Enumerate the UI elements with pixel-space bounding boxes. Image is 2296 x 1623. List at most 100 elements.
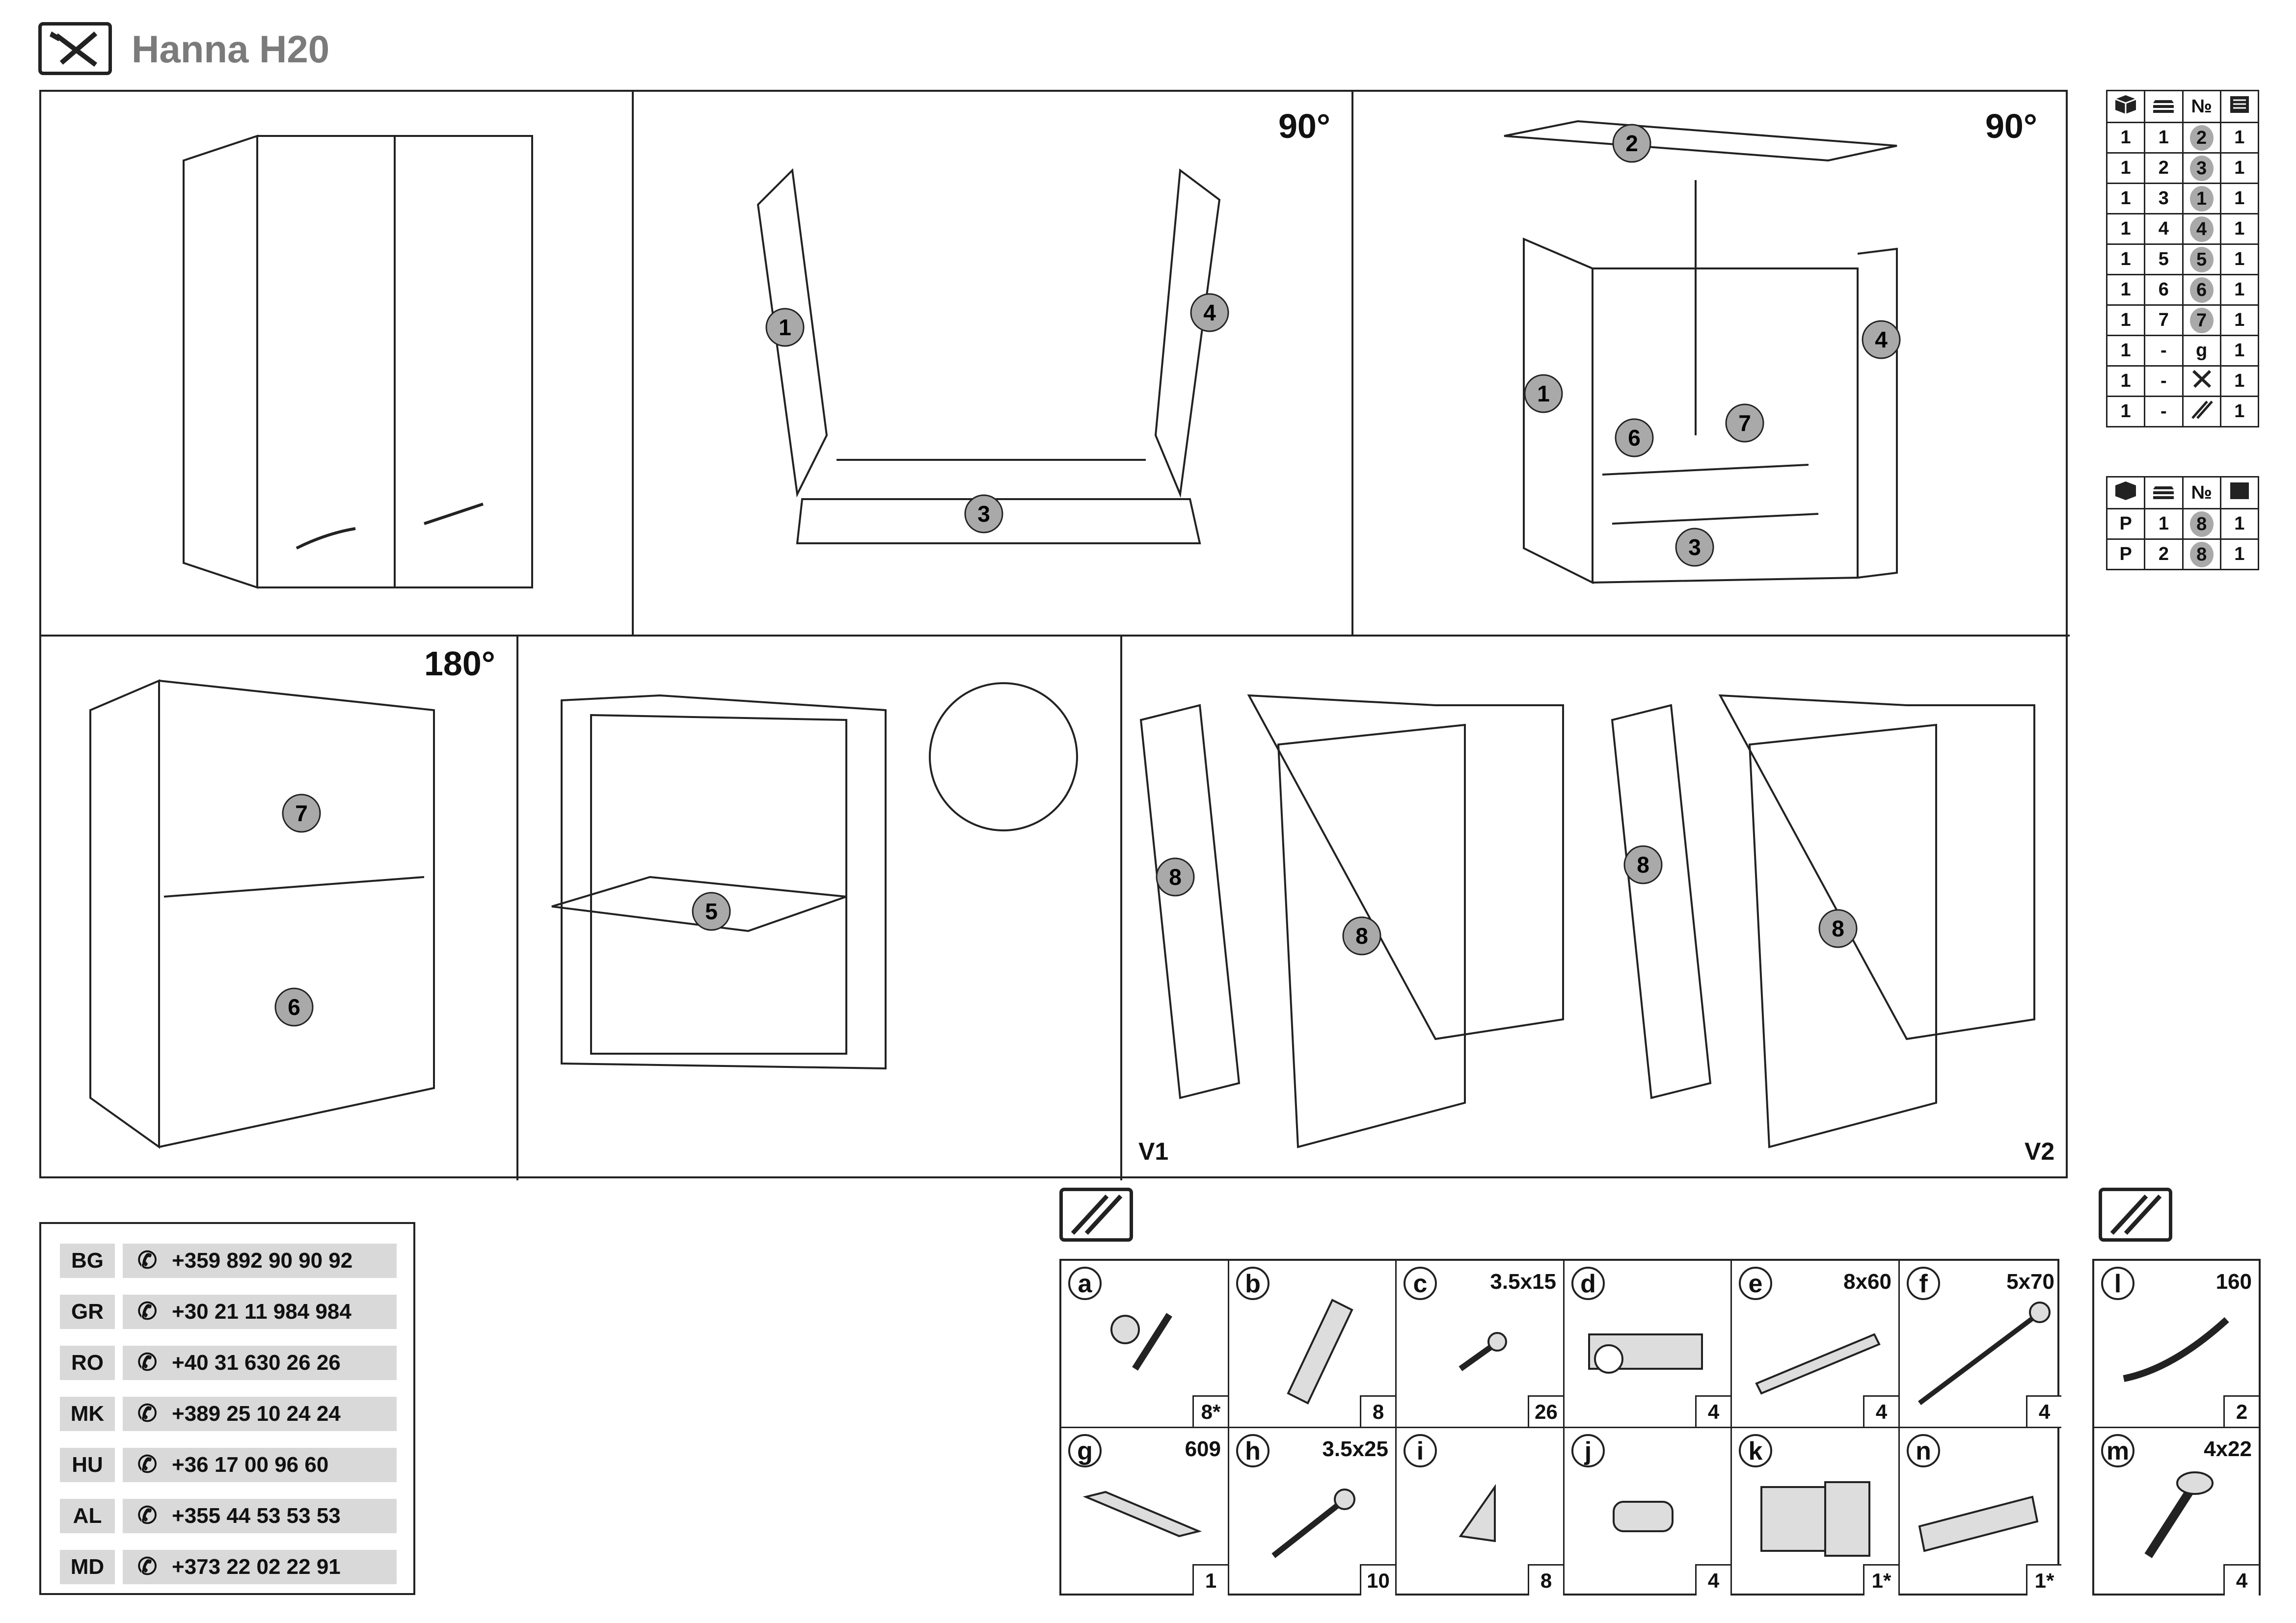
svg-text:5: 5 bbox=[705, 899, 718, 924]
rotate-90-label: 90° bbox=[1278, 107, 1330, 145]
part-number: 3 bbox=[2189, 155, 2214, 181]
fittings-icon bbox=[2099, 1188, 2172, 1242]
phone-number[interactable]: +30 21 11 984 984 bbox=[172, 1300, 351, 1324]
part-number: 6 bbox=[2189, 277, 2214, 303]
svg-text:3: 3 bbox=[1688, 534, 1701, 560]
svg-text:4: 4 bbox=[1875, 327, 1888, 352]
phone-number[interactable]: +355 44 53 53 53 bbox=[172, 1504, 341, 1528]
page-title: Hanna H20 bbox=[132, 27, 330, 71]
shelf-pin-icon bbox=[1613, 1501, 1674, 1532]
country-code: RO bbox=[60, 1346, 115, 1380]
svg-text:8: 8 bbox=[1832, 916, 1844, 941]
phone-number[interactable]: +359 892 90 90 92 bbox=[172, 1249, 353, 1273]
rotate-180-label: 180° bbox=[424, 644, 495, 683]
variant-label-v1: V1 bbox=[1138, 1138, 1169, 1165]
part-number: 7 bbox=[2189, 307, 2214, 333]
number-header: № bbox=[2182, 90, 2221, 123]
country-code: MD bbox=[60, 1550, 115, 1584]
box-icon bbox=[2106, 90, 2146, 123]
rotate-90-label: 90° bbox=[1985, 107, 2037, 145]
svg-text:6: 6 bbox=[1628, 425, 1641, 451]
svg-text:1: 1 bbox=[779, 315, 791, 340]
country-code: GR bbox=[60, 1295, 115, 1329]
svg-text:7: 7 bbox=[1738, 410, 1751, 436]
phone-icon: ✆ bbox=[137, 1248, 158, 1274]
phone-number[interactable]: +40 31 630 26 26 bbox=[172, 1351, 341, 1375]
box-icon bbox=[2106, 476, 2146, 509]
part-number: 1 bbox=[2189, 186, 2214, 212]
country-code: MK bbox=[60, 1397, 115, 1431]
long-screw-icon bbox=[1918, 1302, 2051, 1405]
parts-row: 1- 1 bbox=[2106, 365, 2260, 397]
phone-number[interactable]: +373 22 02 22 91 bbox=[172, 1555, 341, 1579]
svg-text:8: 8 bbox=[1355, 923, 1368, 949]
profile-strip-icon bbox=[1082, 1490, 1202, 1538]
svg-text:1: 1 bbox=[1537, 381, 1550, 406]
phone-number[interactable]: +36 17 00 96 60 bbox=[172, 1453, 329, 1477]
fittings-icon bbox=[2182, 396, 2221, 427]
cam-lock-icon bbox=[1110, 1313, 1172, 1371]
svg-text:3: 3 bbox=[977, 501, 990, 527]
svg-text:6: 6 bbox=[288, 994, 300, 1020]
country-code: AL bbox=[60, 1499, 115, 1533]
country-code: HU bbox=[60, 1448, 115, 1482]
phone-icon: ✆ bbox=[137, 1554, 158, 1580]
phone-icon: ✆ bbox=[137, 1299, 158, 1325]
count-icon bbox=[2219, 90, 2260, 123]
assembly-illustrations: 1 4 3 2 1 6 7 4 3 7 6 5 8 8 8 8 bbox=[41, 92, 2070, 1180]
count-icon bbox=[2219, 476, 2260, 509]
phone-number[interactable]: +389 25 10 24 24 bbox=[172, 1402, 341, 1426]
screw-icon bbox=[1271, 1489, 1355, 1558]
part-number: 8 bbox=[2189, 541, 2214, 567]
svg-text:7: 7 bbox=[295, 800, 308, 826]
phone-icon: ✆ bbox=[137, 1452, 158, 1478]
shelf-support-icon bbox=[1459, 1484, 1496, 1543]
handle-icon bbox=[2123, 1317, 2229, 1382]
hinge-icon bbox=[1588, 1333, 1703, 1374]
svg-text:8: 8 bbox=[1637, 852, 1649, 878]
part-number: 2 bbox=[2189, 125, 2214, 151]
phone-icon: ✆ bbox=[137, 1401, 158, 1427]
screw-icon bbox=[1459, 1332, 1507, 1371]
number-header: № bbox=[2182, 476, 2221, 509]
parts-row: 1- 1 bbox=[2106, 396, 2260, 427]
dowel-icon bbox=[1287, 1299, 1353, 1405]
svg-text:2: 2 bbox=[1625, 131, 1638, 156]
svg-text:8: 8 bbox=[1169, 864, 1182, 890]
hanging-bracket-icon bbox=[1760, 1481, 1870, 1557]
tools-icon bbox=[38, 22, 112, 75]
fittings-icon bbox=[1059, 1188, 1133, 1242]
assembly-steps: 1 4 3 2 1 6 7 4 3 7 6 5 8 8 8 8 90° 90° … bbox=[39, 90, 2070, 1180]
wall-plug-icon bbox=[1755, 1333, 1881, 1395]
contacts-box: BG✆+359 892 90 90 92 GR✆+30 21 11 984 98… bbox=[39, 1222, 415, 1595]
layers-icon bbox=[2144, 476, 2184, 509]
part-number: 4 bbox=[2189, 216, 2214, 242]
layers-icon bbox=[2144, 90, 2184, 123]
